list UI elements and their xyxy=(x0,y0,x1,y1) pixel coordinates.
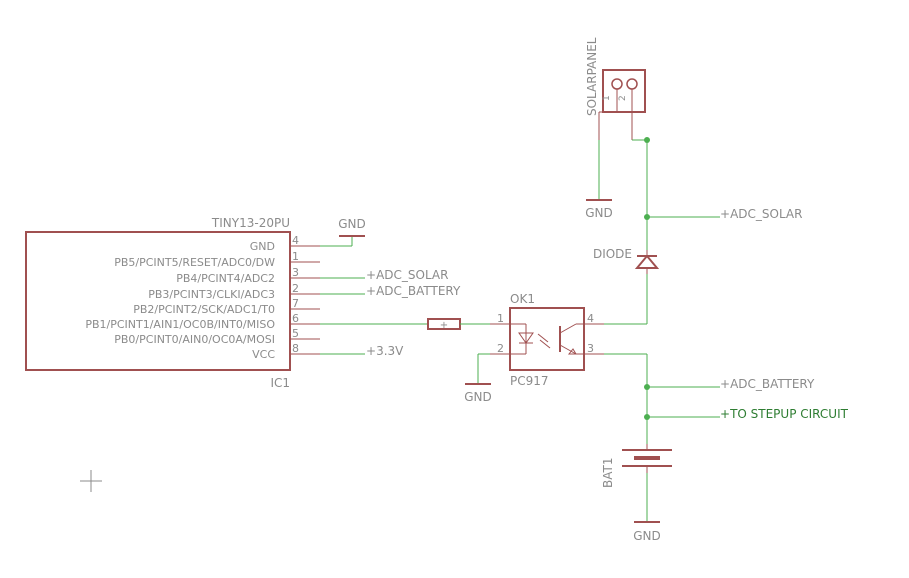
ic1-pin-name: PB0/PCINT0/AIN0/OC0A/MOSI xyxy=(114,333,275,346)
battery-symbol[interactable]: BAT1 xyxy=(601,444,672,488)
diode-ref: DIODE xyxy=(593,247,632,261)
ic1-body xyxy=(25,231,291,371)
net-label-adc-solar: +ADC_SOLAR xyxy=(366,268,448,282)
ic1-symbol[interactable]: TINY13-20PU IC1 GND PB5/PCINT5/RESET/ADC… xyxy=(25,216,320,390)
net-label-adc-battery: +ADC_BATTERY xyxy=(366,284,461,298)
net-label-stepup: +TO STEPUP CIRCUIT xyxy=(720,407,849,421)
solar-wires xyxy=(598,139,720,522)
ok1-pin3: 3 xyxy=(587,342,594,355)
net-label-adc-battery: +ADC_BATTERY xyxy=(720,377,815,391)
ic1-pin-number: 8 xyxy=(292,342,299,355)
ic1-pin-name: PB2/PCINT2/SCK/ADC1/T0 xyxy=(133,303,275,316)
resistor-symbol[interactable]: + xyxy=(427,318,461,331)
ic1-pin-number: 4 xyxy=(292,234,299,247)
gnd-label: GND xyxy=(585,206,613,220)
ok1-pin2: 2 xyxy=(497,342,504,355)
ic1-pin-name: PB4/PCINT4/ADC2 xyxy=(176,272,275,285)
connector-pin1: 1 xyxy=(602,95,612,101)
gnd-symbol: GND xyxy=(585,199,613,220)
phototransistor-icon xyxy=(559,323,584,355)
ic1-pin-number: 5 xyxy=(292,327,299,340)
optocoupler-ok1[interactable]: OK1 PC917 1 2 4 3 xyxy=(490,292,604,388)
ic1-pin-name: PB3/PCINT3/CLKI/ADC3 xyxy=(148,288,275,301)
solarpanel-connector[interactable]: 1 2 SOLARPANEL xyxy=(585,37,646,140)
ic1-pin-number: 6 xyxy=(292,312,299,325)
diode-symbol[interactable]: DIODE xyxy=(593,247,660,274)
gnd-symbol: GND xyxy=(338,217,366,237)
ic1-pin-number: 7 xyxy=(292,297,299,310)
ic1-pin-name: PB1/PCINT1/AIN1/OC0B/INT0/MISO xyxy=(85,318,275,331)
ok1-pin4: 4 xyxy=(587,312,594,325)
ic1-wires xyxy=(320,236,428,355)
optocoupler-body xyxy=(509,307,585,371)
connector-pin-icon xyxy=(611,78,623,90)
optocoupler-ref: OK1 xyxy=(510,292,535,306)
origin-crosshair-icon xyxy=(80,470,102,492)
gnd-symbol: GND xyxy=(633,521,661,543)
gnd-symbol: GND xyxy=(464,353,492,404)
ic1-pin-number: 1 xyxy=(292,250,299,263)
connector-body xyxy=(602,69,646,113)
ok1-pin1: 1 xyxy=(497,312,504,325)
ic1-part-name: TINY13-20PU xyxy=(211,216,290,230)
net-label-vcc: +3.3V xyxy=(366,344,404,358)
gnd-label: GND xyxy=(464,390,492,404)
ic1-ref: IC1 xyxy=(270,376,290,390)
ic1-pin-name: VCC xyxy=(252,348,275,361)
ic1-pin-number: 3 xyxy=(292,266,299,279)
diode-body xyxy=(634,254,660,269)
ic1-pin-name: GND xyxy=(250,240,275,253)
junction-dots xyxy=(644,137,650,420)
battery-ref: BAT1 xyxy=(601,458,615,488)
optocoupler-part-name: PC917 xyxy=(510,374,549,388)
net-label-adc-solar: +ADC_SOLAR xyxy=(720,207,802,221)
solarpanel-ref: SOLARPANEL xyxy=(585,37,599,116)
ic1-pin-leads xyxy=(290,245,320,355)
resistor-mark: + xyxy=(440,320,448,331)
connector-pin-icon xyxy=(626,78,638,90)
gnd-label: GND xyxy=(338,217,366,231)
gnd-label: GND xyxy=(633,529,661,543)
led-icon xyxy=(510,323,551,355)
ic1-pin-number: 2 xyxy=(292,282,299,295)
ic1-pin-name: PB5/PCINT5/RESET/ADC0/DW xyxy=(114,256,275,269)
connector-pin2: 2 xyxy=(618,95,628,101)
